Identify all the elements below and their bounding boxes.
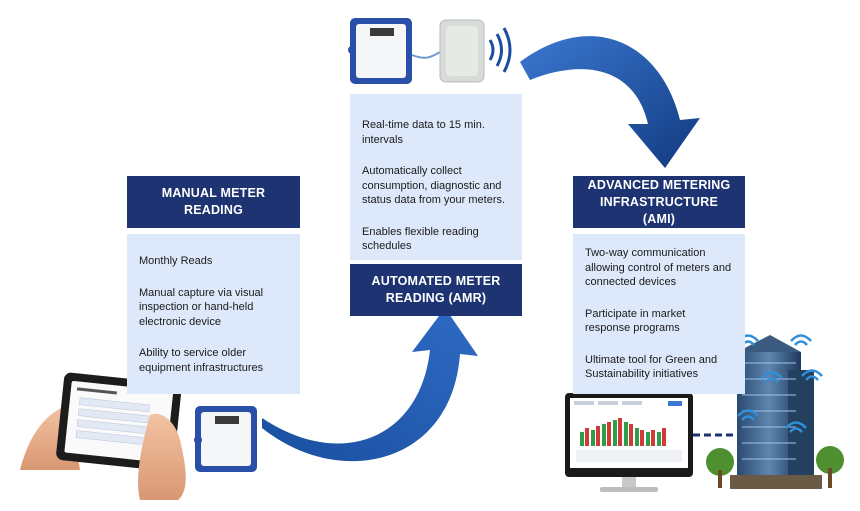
smart-building-icon	[706, 334, 844, 489]
ami-card-header: ADVANCED METERING INFRASTRUCTURE (AMI)	[573, 176, 745, 228]
ami-item: Two-way communication allowing control o…	[585, 247, 732, 288]
meter-device-icon	[348, 18, 412, 84]
wireless-transmitter-icon	[411, 19, 512, 83]
meter-device-bottom-icon	[194, 406, 257, 472]
amr-title: AUTOMATED METER READING (AMR)	[371, 274, 501, 305]
amr-item: Enables flexible reading schedules	[362, 225, 479, 253]
ami-item: Ultimate tool for Green and Sustainabili…	[585, 353, 718, 381]
dashboard-monitor-icon	[565, 393, 693, 492]
manual-item: Ability to service older equipment infra…	[139, 347, 264, 374]
manual-card-header: MANUAL METER READING	[127, 176, 300, 228]
arrow-manual-to-amr	[262, 308, 478, 462]
dashboard-bars	[580, 418, 666, 446]
manual-item: Monthly Reads	[139, 255, 213, 267]
amr-card-header: AUTOMATED METER READING (AMR)	[350, 264, 522, 316]
amr-item: Automatically collect consumption, diagn…	[362, 165, 506, 206]
tablet-in-hands-icon	[20, 372, 186, 500]
manual-title: MANUAL METER READING	[161, 186, 266, 217]
ami-title: ADVANCED METERING INFRASTRUCTURE (AMI)	[587, 177, 731, 226]
amr-card-body: Real-time data to 15 min. intervals Auto…	[350, 94, 522, 260]
manual-item: Manual capture via visual inspection or …	[139, 286, 264, 328]
ami-card-body: Two-way communication allowing control o…	[573, 234, 745, 394]
ami-item: Participate in market response programs	[585, 307, 686, 335]
amr-item: Real-time data to 15 min. intervals	[362, 119, 485, 146]
manual-card-body: Monthly Reads Manual capture via visual …	[127, 234, 300, 394]
arrow-amr-to-ami	[520, 36, 700, 168]
